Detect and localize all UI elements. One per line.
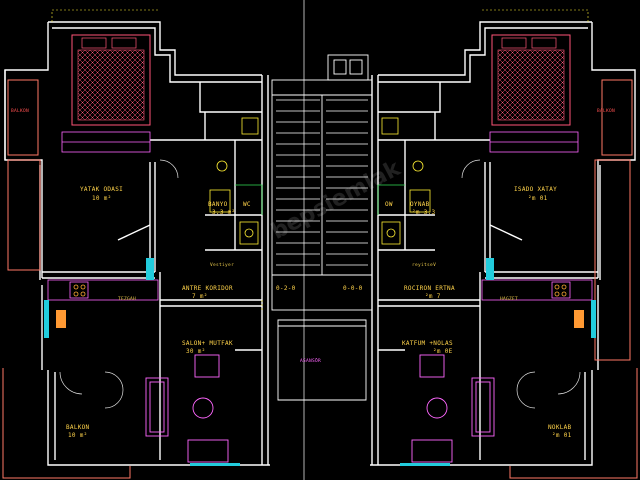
label-salon-right-area: ²m 0E [433,348,453,355]
label-wc-right: OW [385,201,393,208]
doors [59,159,581,409]
label-mutfak-right: HAGZET [500,297,519,302]
label-balkon-right-top: BALKON [597,109,616,114]
label-wc-left: WC [243,201,251,208]
living-furniture [145,354,495,463]
label-yatak-left-area: 10 m² [92,195,112,202]
label-balkon-right-bottom-area: ²m 01 [552,432,572,439]
label-salon-left: SALON+ MUTFAK [182,340,233,347]
label-mutfak-left: TEZGAH [118,297,137,302]
label-dolap-right: reyitseV [412,263,437,268]
label-banyo-left-area: 3.3 m² [212,209,236,216]
bathroom-partitions [235,184,405,215]
windows [44,258,596,466]
left-unit-walls [4,21,270,466]
label-koridor-right-area: ²m 7 [425,293,441,300]
label-koridor-right: ROCIRON ERTNA [404,285,455,292]
right-unit-walls [370,21,636,466]
label-balkon-left-bottom-area: 10 m² [68,432,88,439]
label-balkon-left-top: BALKON [11,109,30,114]
stove-burners [73,284,567,297]
label-dolap-left: Vestiyer [210,263,235,268]
label-yatak-left: YATAK ODASI [80,186,124,193]
label-yatak-right: ISADO XATAY [514,186,558,193]
label-balkon-left-bottom: BALKON [66,424,90,431]
dimension-lines [51,9,589,310]
label-koridor-left-area: 7 m² [192,293,208,300]
label-salon-right: KATFUM +NOLAS [402,340,453,347]
stair-core [271,54,373,401]
label-yatak-right-area: ²m 01 [528,195,548,202]
wardrobes [61,131,579,153]
label-banyo-right-area: ²m 3.3 [412,209,436,216]
kitchen-sinks [56,310,584,328]
stair-steps [276,99,368,266]
label-asansor: ASANSÖR [300,359,322,364]
label-koridor-left: ANTRE KORIDOR [182,285,233,292]
label-banyo-right: OYNAB [410,201,430,208]
label-balkon-right-bottom: NOKLAB [548,424,572,431]
label-salon-left-area: 30 m² [186,348,206,355]
balcony-outlines [2,79,638,479]
left-bed [71,34,151,126]
kitchen-counters [47,279,593,301]
label-banyo-left: BANYO [208,201,228,208]
label-door-right: 0-0-0 [343,285,363,292]
bathroom-fixtures [209,117,431,245]
label-door-left: 0-2-0 [276,285,296,292]
right-bed [491,34,571,126]
